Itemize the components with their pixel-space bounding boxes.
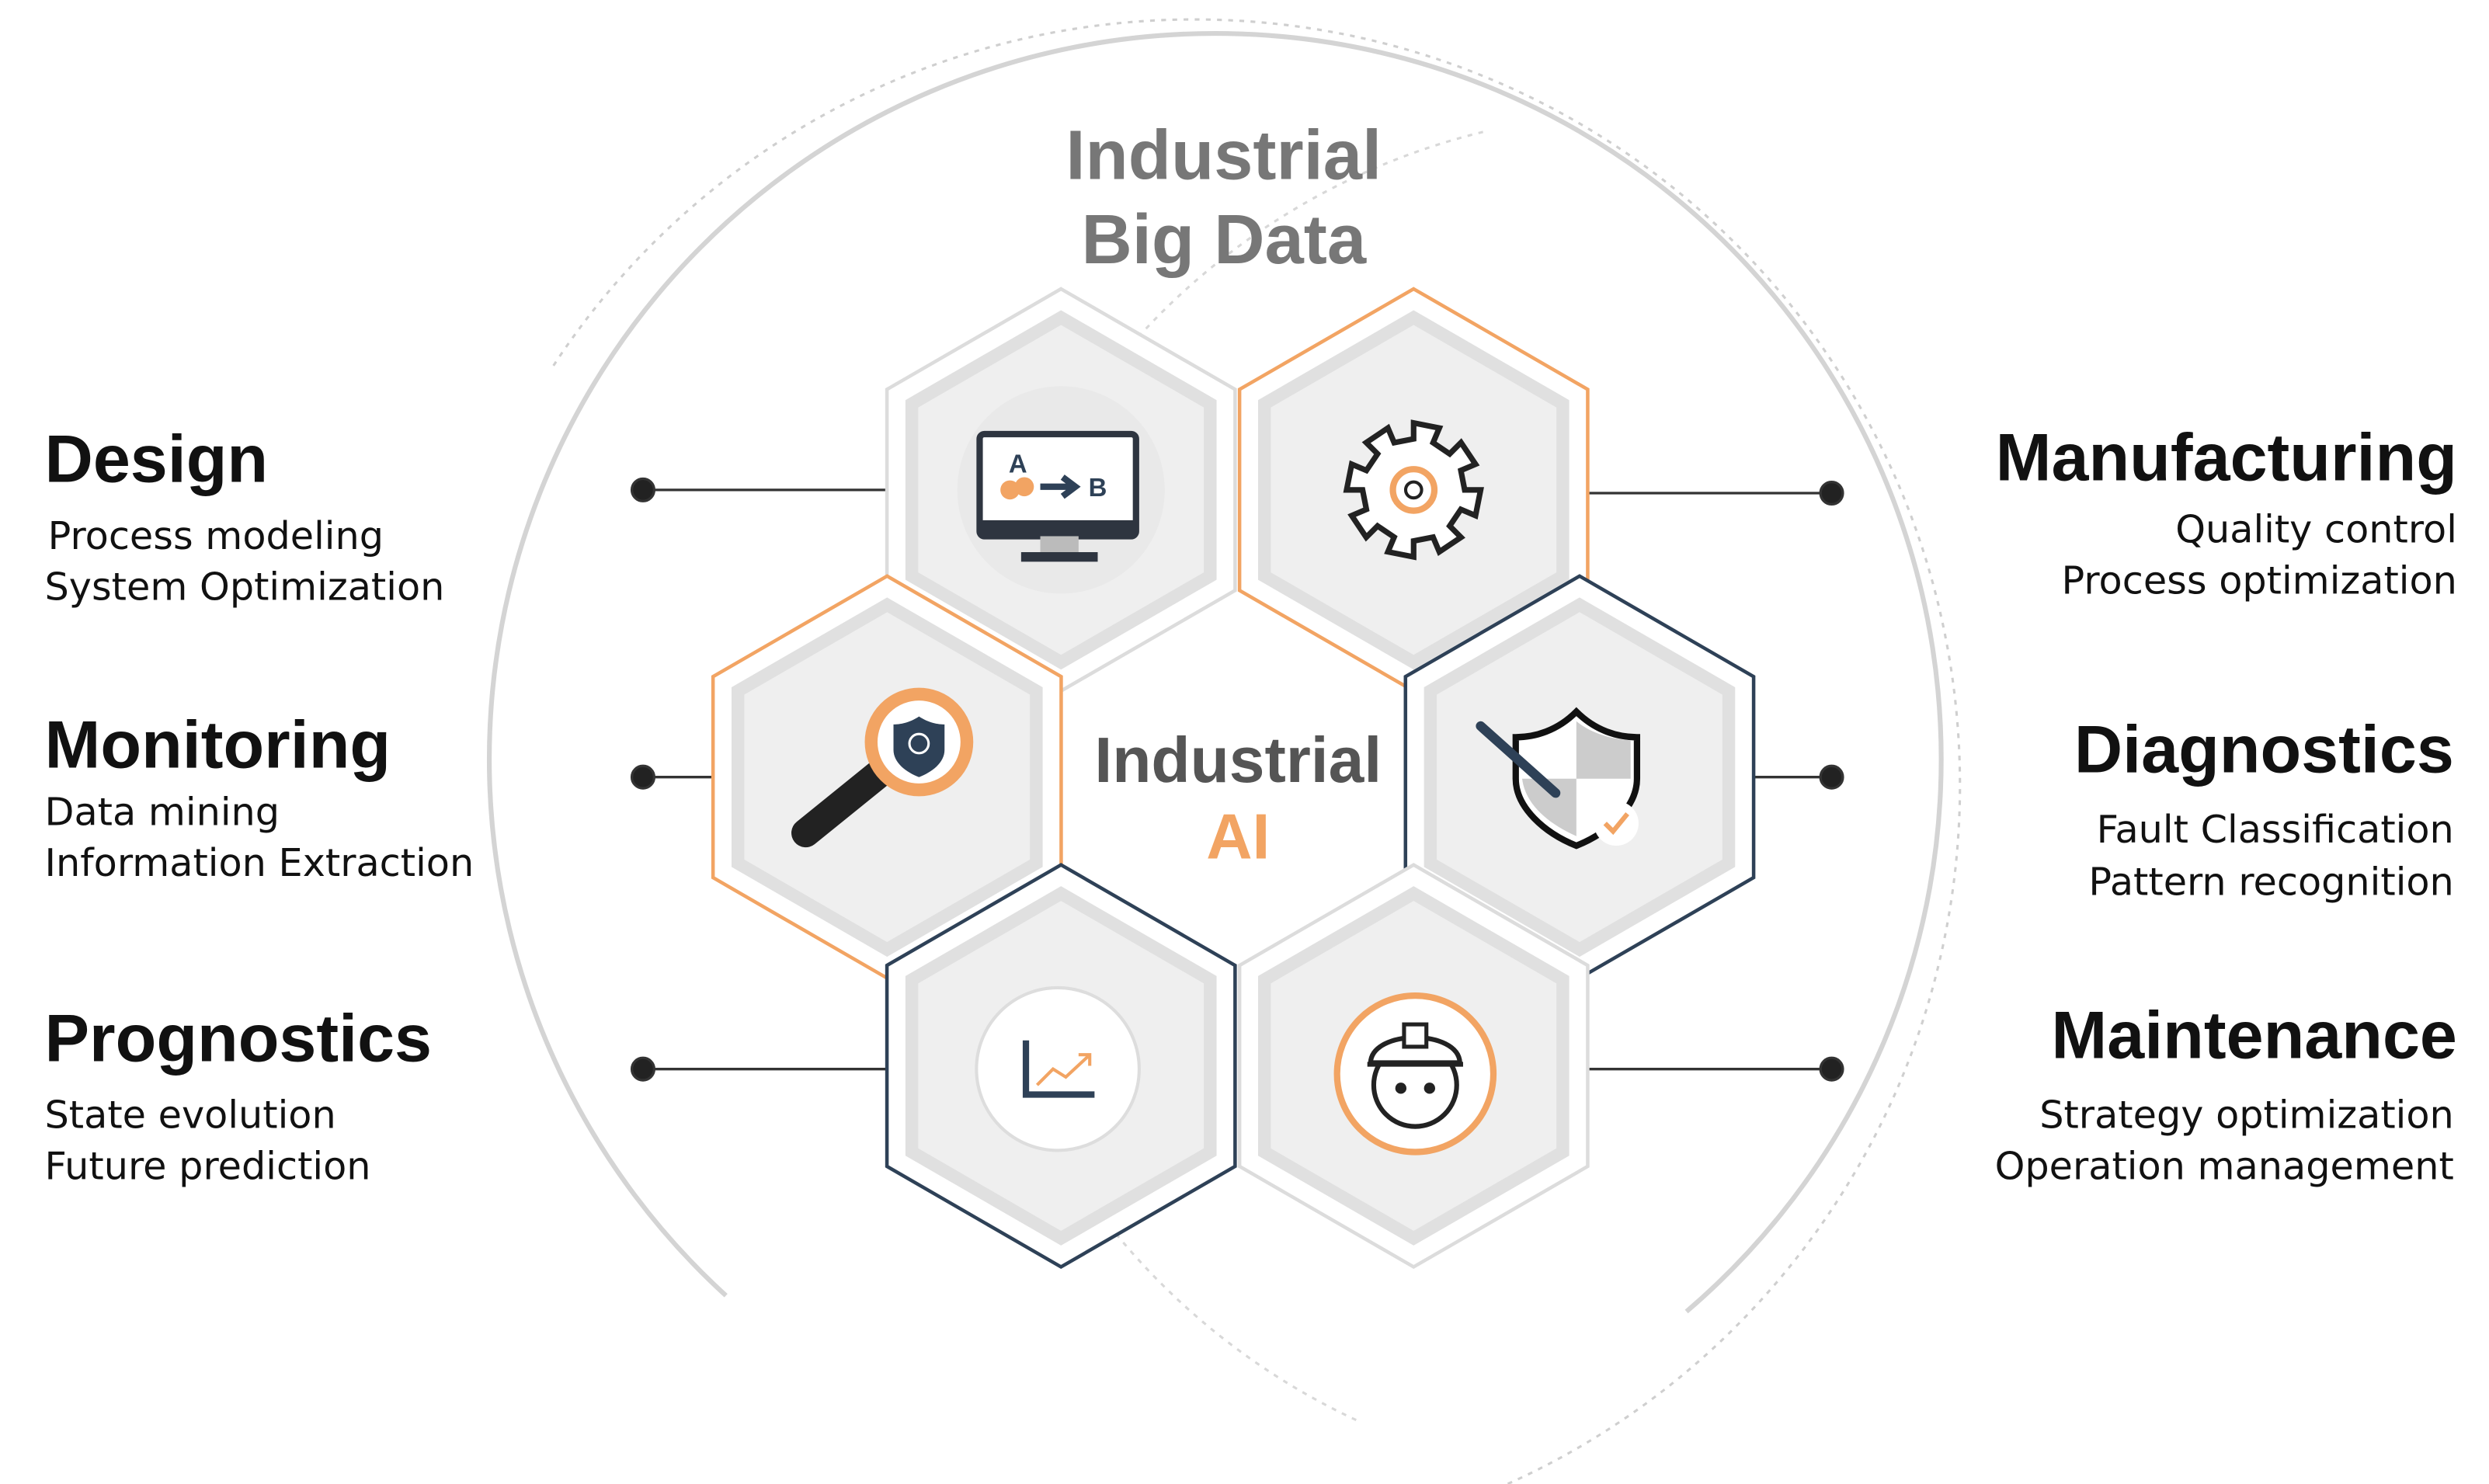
diagnostics-heading: Diagnostics bbox=[2074, 713, 2454, 787]
svg-text:A: A bbox=[1009, 449, 1027, 478]
monitoring-line: Data mining bbox=[45, 789, 280, 834]
maintenance-line: Operation management bbox=[1995, 1143, 2454, 1188]
prognostics-line: Future prediction bbox=[45, 1143, 371, 1188]
connector-dot bbox=[630, 764, 655, 790]
connector-dot bbox=[1819, 480, 1844, 506]
maintenance-line: Strategy optimization bbox=[2039, 1093, 2454, 1138]
trend-chart-icon bbox=[975, 985, 1141, 1152]
shield-tools-icon bbox=[1476, 707, 1641, 850]
monitor-a-to-b-icon: A B bbox=[957, 386, 1165, 594]
manufacturing-line: Process optimization bbox=[2062, 558, 2457, 603]
diagnostics-line: Fault Classification bbox=[2097, 807, 2454, 852]
dotted-ring-arc bbox=[549, 18, 1962, 1484]
diagnostics-line: Pattern recognition bbox=[2088, 860, 2453, 905]
connector-dot bbox=[1819, 1056, 1844, 1082]
center-title-line1: Industrial bbox=[1094, 725, 1382, 796]
monitoring-line: Information Extraction bbox=[45, 840, 475, 885]
left-labels: Design Process modeling System Optimizat… bbox=[45, 422, 475, 1189]
magnifier-shield-icon bbox=[791, 687, 974, 848]
connector-dot bbox=[630, 477, 655, 502]
right-labels: Manufacturing Quality control Process op… bbox=[1995, 421, 2457, 1189]
manufacturing-heading: Manufacturing bbox=[1996, 421, 2457, 495]
dotted-ring-arc-inner bbox=[958, 130, 1488, 1422]
monitoring-heading: Monitoring bbox=[45, 707, 391, 782]
solid-ring-arc bbox=[487, 31, 1944, 1314]
svg-text:B: B bbox=[1089, 473, 1107, 502]
big-data-title-line1: Industrial bbox=[1065, 116, 1382, 194]
design-line: Process modeling bbox=[48, 513, 384, 558]
big-data-title-line2: Big Data bbox=[1082, 200, 1367, 279]
design-line: System Optimization bbox=[45, 565, 445, 610]
gear-icon bbox=[1343, 419, 1484, 561]
background-rings bbox=[487, 18, 1962, 1484]
connector-dot bbox=[630, 1056, 655, 1082]
design-heading: Design bbox=[45, 422, 269, 497]
manufacturing-line: Quality control bbox=[2175, 507, 2457, 552]
center-title-line2: AI bbox=[1206, 801, 1270, 872]
prognostics-heading: Prognostics bbox=[45, 1001, 433, 1076]
connectors bbox=[630, 477, 1844, 1082]
worker-helmet-icon bbox=[1333, 992, 1497, 1156]
connector-dot bbox=[1819, 764, 1844, 790]
prognostics-line: State evolution bbox=[45, 1093, 336, 1138]
maintenance-heading: Maintenance bbox=[2051, 998, 2457, 1072]
